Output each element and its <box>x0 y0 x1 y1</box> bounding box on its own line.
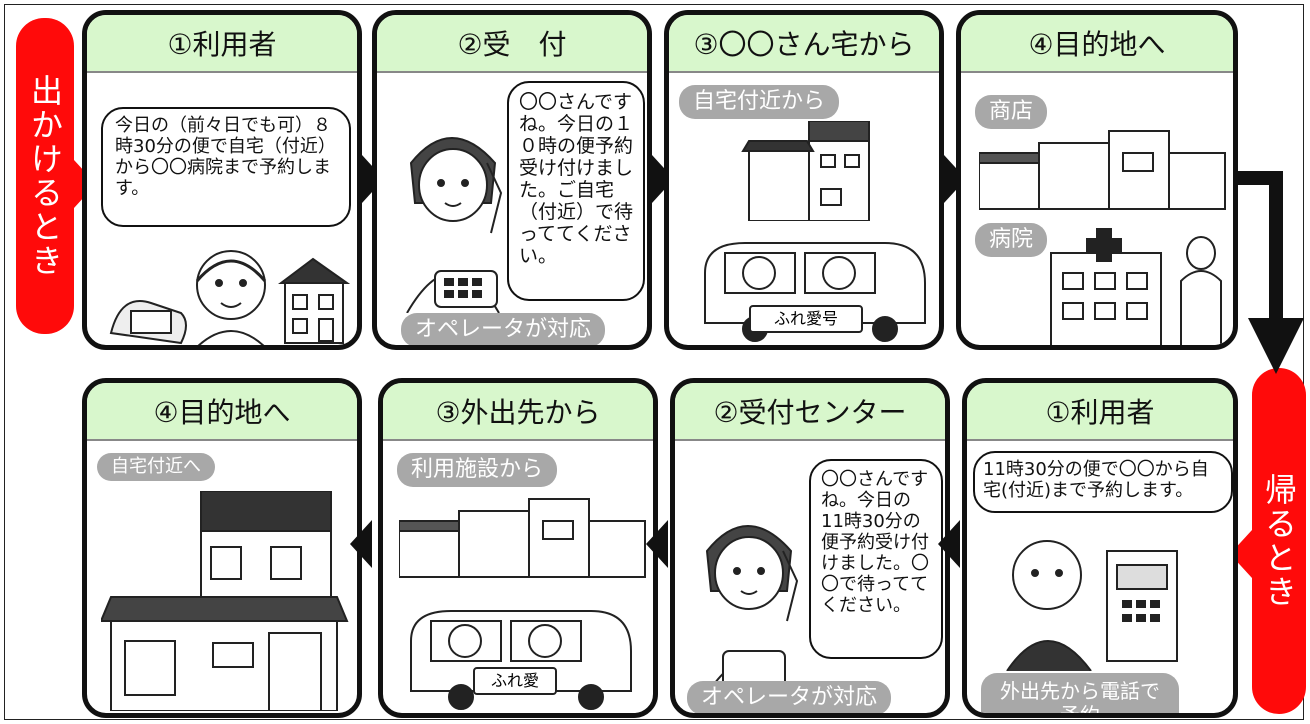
speech-bubble: 〇〇さんですね。今日の１０時の便予約受け付けました。ご自宅（付近）で待っててくだ… <box>507 81 645 301</box>
connector-arrow <box>1238 171 1304 374</box>
operator-phone-illustration <box>406 137 503 313</box>
location-tag: 利用施設から <box>397 453 558 487</box>
elderly-woman-phone-house-illustration <box>109 250 351 345</box>
return-label: 帰るとき <box>1252 368 1306 714</box>
flow-arrow <box>350 520 372 568</box>
shops-illustration <box>399 498 646 578</box>
panel-title: ④目的地へ <box>961 15 1233 73</box>
panel-title: ②受 付 <box>377 15 647 73</box>
panel-title: ③〇〇さん宅から <box>669 15 939 73</box>
bottom-panel-destination: ④目的地へ 自宅付近へ <box>82 378 362 718</box>
top-panel-user: ①利用者 今日の（前々日でも可）８時30分の便で自宅（付近）から〇〇病院まで予約… <box>82 10 362 350</box>
bottom-panel-user: ①利用者 11時30分の便で〇〇から自宅(付近)まで予約します。 外出先から電話… <box>962 378 1238 718</box>
speech-bubble: 11時30分の便で〇〇から自宅(付近)まで予約します。 <box>973 451 1233 513</box>
panel-title: ②受付センター <box>675 383 945 441</box>
panel-title: ④目的地へ <box>87 383 357 441</box>
operator-tag: オペレータが対応 <box>401 313 606 345</box>
elderly-woman-payphone-illustration <box>1006 540 1178 671</box>
flow-arrow <box>646 520 668 568</box>
bottom-panel-reception: ②受付センター 〇〇さんですね。今日の11時30分の便予約受け付けました。〇〇で… <box>670 378 950 718</box>
operator-tag: オペレータが対応 <box>687 681 892 713</box>
hospital-illustration <box>1050 228 1222 345</box>
top-panel-pickup: ③〇〇さん宅から 自宅付近から ふれ愛号 <box>664 10 944 350</box>
speech-bubble: 〇〇さんですね。今日の11時30分の便予約受け付けました。〇〇で待っててください… <box>809 459 943 659</box>
speech-bubble: 今日の（前々日でも可）８時30分の便で自宅（付近）から〇〇病院まで予約します。 <box>101 107 351 227</box>
top-panel-destination: ④目的地へ 商店 病院 <box>956 10 1238 350</box>
hospital-tag: 病院 <box>975 223 1048 257</box>
house-illustration <box>101 491 349 711</box>
house-illustration <box>741 121 870 221</box>
outbound-label: 出かけるとき <box>16 18 74 334</box>
panel-title: ①利用者 <box>967 383 1233 441</box>
top-panel-reception: ②受 付 〇〇さんですね。今日の１０時の便予約受け付けました。ご自宅（付近）で待… <box>372 10 652 350</box>
bus-illustration <box>410 610 632 710</box>
panel-title: ③外出先から <box>383 383 653 441</box>
location-tag: 自宅付近へ <box>97 453 215 481</box>
call-tag: 外出先から電話で予約 <box>981 673 1179 713</box>
diagram-frame <box>4 4 1304 720</box>
bottom-panel-from-outing: ③外出先から 利用施設から ふれ愛 <box>378 378 658 718</box>
location-tag: 自宅付近から <box>679 85 840 119</box>
bus-name-plate: ふれ愛号 <box>749 305 863 333</box>
operator-phone-illustration <box>702 525 799 701</box>
flow-arrow <box>938 520 960 568</box>
shop-tag: 商店 <box>975 95 1048 129</box>
shops-illustration <box>979 130 1226 210</box>
panel-title: ①利用者 <box>87 15 357 73</box>
bus-name-plate: ふれ愛 <box>473 667 557 695</box>
